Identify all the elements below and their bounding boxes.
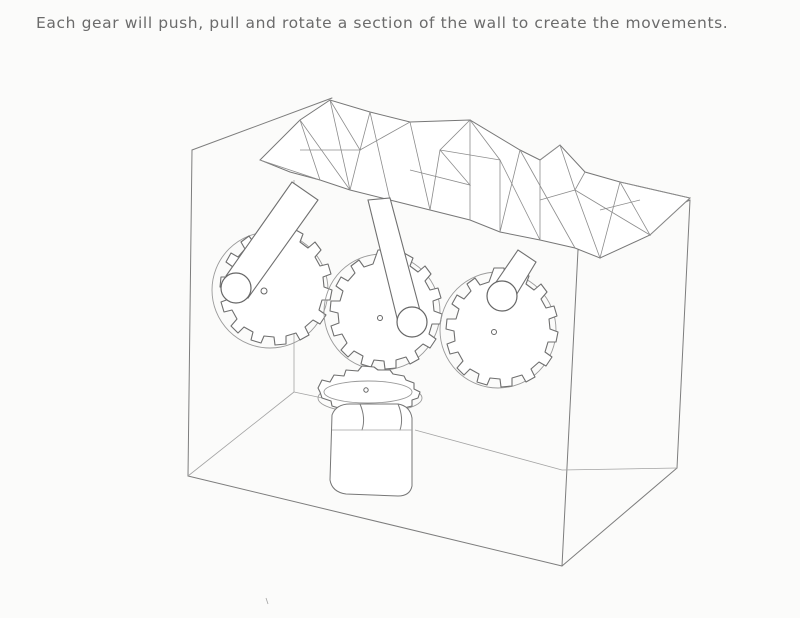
gear-right	[439, 267, 559, 389]
knob-left	[220, 272, 252, 304]
faceted-wall	[259, 99, 692, 260]
rod-knobs	[220, 272, 518, 338]
box-outline	[187, 97, 691, 567]
push-rods	[225, 181, 537, 323]
sketch-caption: Each gear will push, pull and rotate a s…	[36, 14, 729, 32]
stray-mark	[265, 597, 269, 605]
knob-right	[486, 280, 518, 312]
motor-block	[329, 403, 413, 497]
gear-middle	[323, 249, 443, 371]
knob-middle	[396, 306, 428, 338]
